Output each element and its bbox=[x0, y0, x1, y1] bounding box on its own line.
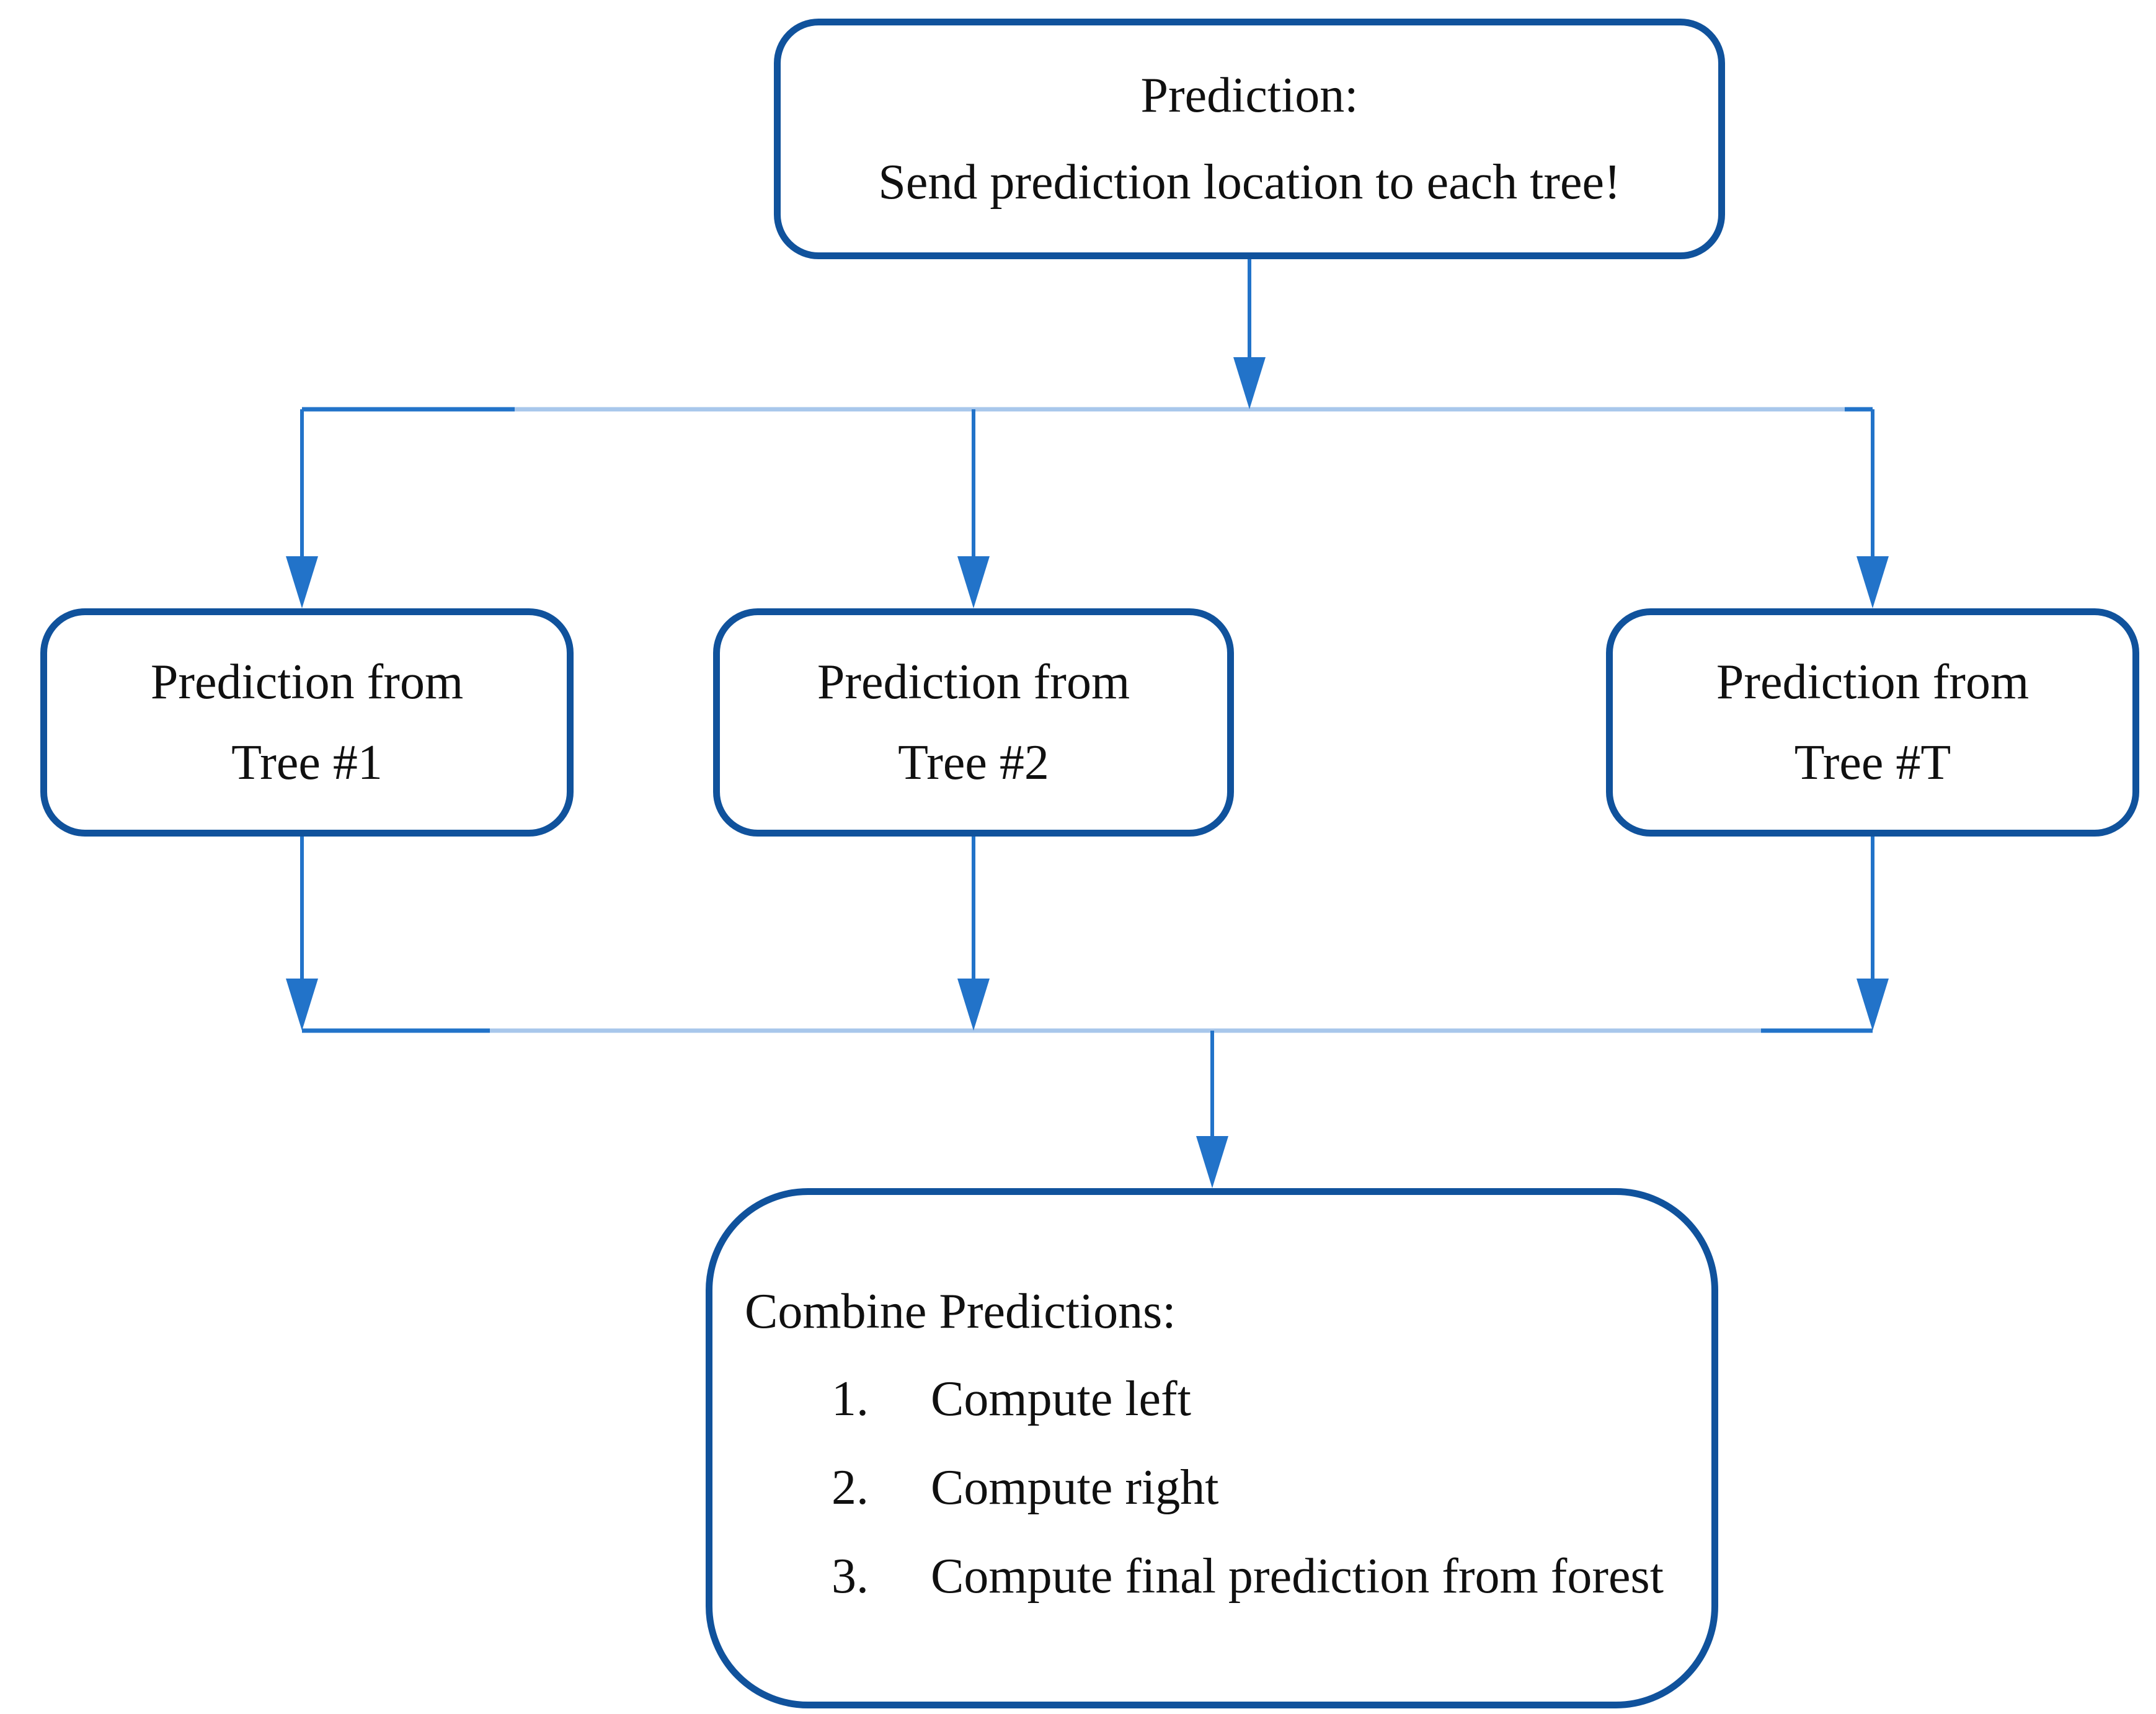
arrowhead-top-stem bbox=[1233, 357, 1266, 409]
arrowhead-into-treeT bbox=[1857, 556, 1889, 608]
list-item: 1. Compute left bbox=[745, 1355, 1674, 1444]
arrowhead-into-combine bbox=[1196, 1136, 1228, 1188]
node-tree-2-line1: Prediction from bbox=[817, 655, 1130, 709]
combine-title: Combine Predictions: bbox=[745, 1284, 1176, 1339]
node-prediction-line2: Send prediction location to each tree! bbox=[878, 155, 1621, 210]
node-tree-2: Prediction from Tree #2 bbox=[713, 608, 1234, 837]
node-tree-1-line1: Prediction from bbox=[150, 655, 464, 709]
node-tree-1: Prediction from Tree #1 bbox=[40, 608, 574, 837]
list-item-number: 2. bbox=[832, 1460, 869, 1515]
list-item: 2. Compute right bbox=[745, 1444, 1674, 1532]
arrowhead-into-tree2 bbox=[957, 556, 990, 608]
combine-steps-list: 1. Compute left 2. Compute right 3. Comp… bbox=[745, 1355, 1674, 1621]
arrowhead-into-tree1 bbox=[286, 556, 318, 608]
list-item: 3. Compute final prediction from forest bbox=[745, 1532, 1674, 1621]
node-prediction-line1: Prediction: bbox=[1140, 68, 1359, 123]
node-tree-T-line2: Tree #T bbox=[1794, 735, 1951, 790]
node-tree-1-line2: Tree #1 bbox=[231, 735, 383, 790]
node-tree-T: Prediction from Tree #T bbox=[1606, 608, 2139, 837]
list-item-number: 3. bbox=[832, 1549, 869, 1604]
arrowhead-out-tree2 bbox=[957, 979, 990, 1031]
node-tree-T-line1: Prediction from bbox=[1716, 655, 2030, 709]
list-item-number: 1. bbox=[832, 1372, 869, 1426]
node-combine-predictions: Combine Predictions: 1. Compute left 2. … bbox=[706, 1188, 1718, 1708]
list-item-text: Compute left bbox=[931, 1372, 1191, 1426]
list-item-text: Compute right bbox=[931, 1460, 1219, 1515]
node-prediction: Prediction: Send prediction location to … bbox=[774, 19, 1725, 259]
arrowhead-out-treeT bbox=[1857, 979, 1889, 1031]
node-tree-2-line2: Tree #2 bbox=[898, 735, 1049, 790]
list-item-text: Compute final prediction from forest bbox=[931, 1549, 1664, 1604]
arrowhead-out-tree1 bbox=[286, 979, 318, 1031]
